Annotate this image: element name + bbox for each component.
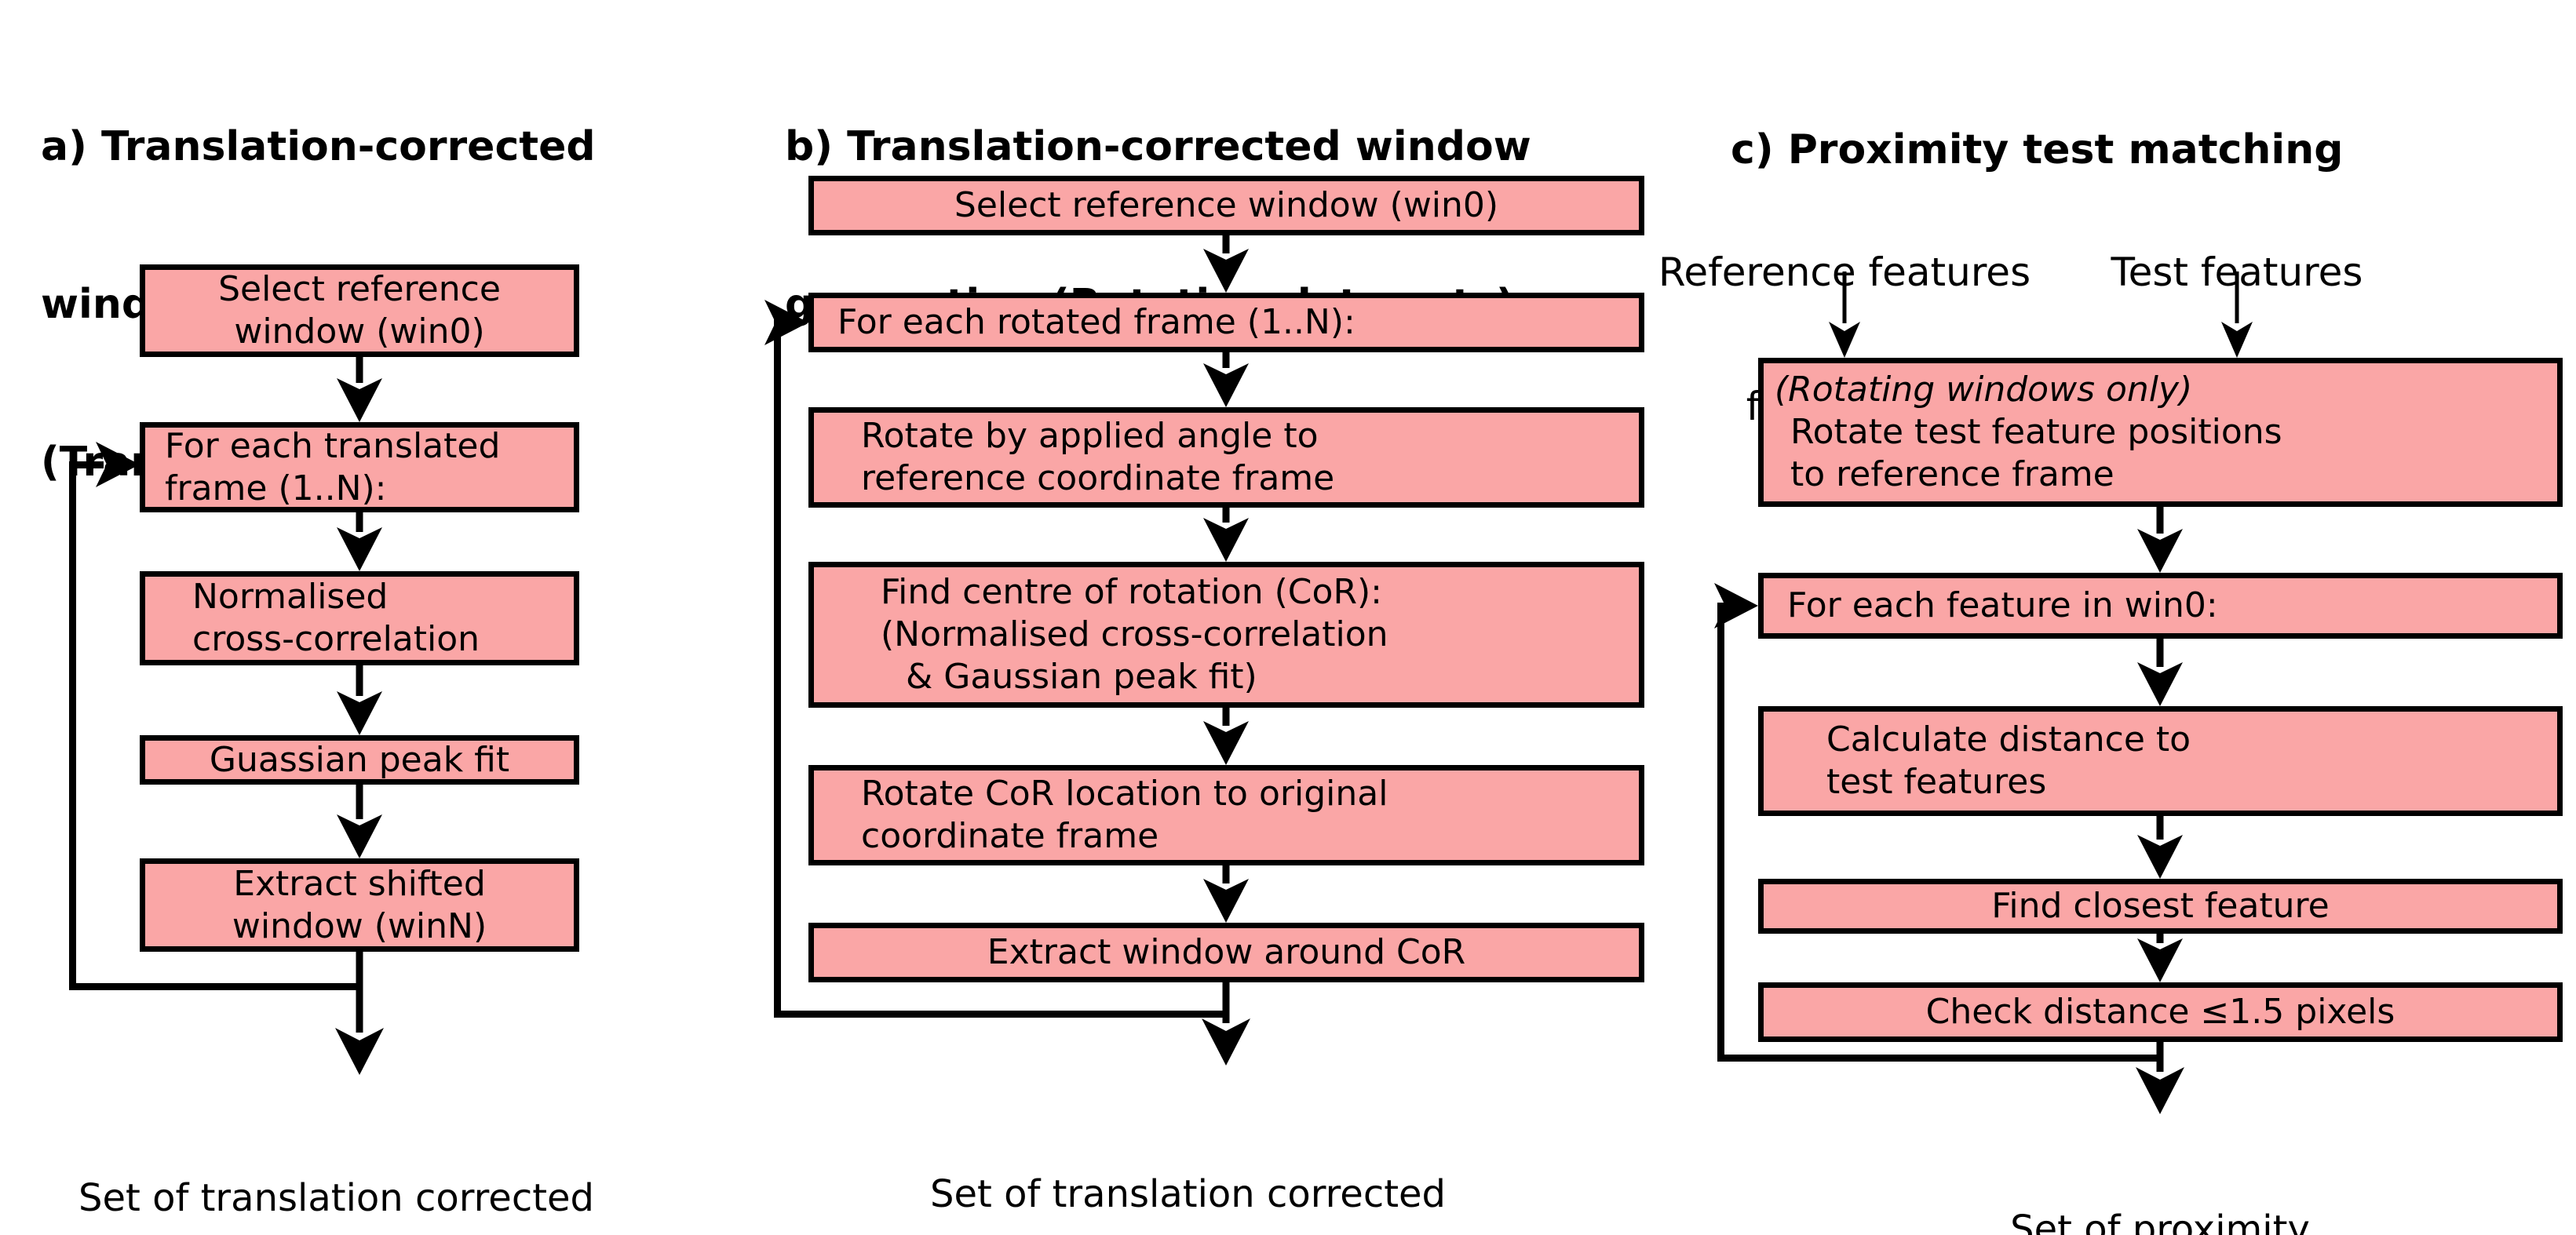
- box-rotate-test-feature-positions: (Rotating windows only) Rotate test feat…: [1758, 358, 2563, 507]
- output-label-a: Set of translation corrected windows con…: [78, 1087, 594, 1235]
- box-for-each-translated-frame: For each translated frame (1..N):: [140, 422, 579, 512]
- box-text-line: Normalised: [192, 577, 389, 617]
- output-text-line: Set of translation corrected: [78, 1176, 595, 1220]
- panel-c-title-line: c) Proximity test matching: [1731, 126, 2344, 173]
- arrow-down-icon: [337, 357, 382, 422]
- box-text-line: Rotate CoR location to original: [861, 774, 1388, 814]
- box-text-line: frame (1..N):: [165, 468, 387, 508]
- box-text-line: Select reference: [218, 269, 501, 309]
- panel-a-title-line: a) Translation-corrected: [41, 123, 596, 170]
- box-text-line: to reference frame: [1790, 454, 2114, 494]
- panel-b-title-line: b) Translation-corrected window: [785, 123, 1531, 170]
- box-normalised-cross-correlation: Normalised cross-correlation: [140, 571, 579, 665]
- box-text-line: Select reference window (win0): [954, 185, 1499, 225]
- box-text-line: Calculate distance to: [1826, 720, 2191, 760]
- arrow-down-icon: [1203, 508, 1249, 562]
- box-rotate-cor-location: Rotate CoR location to original coordina…: [808, 765, 1644, 865]
- box-text-line: coordinate frame: [861, 816, 1159, 856]
- output-arrow-icon: [335, 952, 384, 1075]
- loop-arrowhead-icon: [96, 442, 140, 487]
- input-label-line: Reference features: [1658, 250, 2031, 295]
- output-arrow-icon: [2136, 1042, 2184, 1114]
- box-for-each-rotated-frame: For each rotated frame (1..N):: [808, 293, 1644, 352]
- box-text-line: cross-correlation: [192, 619, 480, 659]
- box-text-line: For each feature in win0:: [1787, 585, 2218, 625]
- box-text-line: Rotate test feature positions: [1790, 412, 2282, 452]
- loop-arrowhead-icon: [764, 300, 808, 345]
- arrow-down-icon: [1203, 235, 1249, 293]
- box-text-line: window (winN): [232, 905, 487, 946]
- loop-line-vertical-b: [774, 319, 781, 1018]
- output-label-b: Set of translation corrected windows cen…: [930, 1083, 1468, 1235]
- box-text-line: For each translated: [165, 425, 501, 466]
- box-extract-shifted-window: Extract shifted window (winN): [140, 858, 579, 952]
- arrow-down-icon: [2137, 816, 2183, 879]
- panel-c-title: c) Proximity test matching: [1731, 19, 2343, 282]
- box-select-reference-window-b: Select reference window (win0): [808, 176, 1644, 235]
- box-for-each-feature-in-win0: For each feature in win0:: [1758, 573, 2563, 639]
- arrow-down-icon: [2137, 934, 2183, 982]
- arrow-down-icon: [1203, 352, 1249, 407]
- box-gaussian-peak-fit-a: Guassian peak fit: [140, 735, 579, 785]
- box-text-line: (Normalised cross-correlation: [881, 614, 1388, 654]
- box-text-line: Check distance ≤1.5 pixels: [1925, 992, 2395, 1032]
- output-text-line: Set of translation corrected: [930, 1172, 1447, 1216]
- box-text-line: Rotate by applied angle to: [861, 416, 1319, 456]
- input-label-line: Test features: [2111, 250, 2363, 295]
- box-check-distance: Check distance ≤1.5 pixels: [1758, 982, 2563, 1042]
- box-text-line: reference coordinate frame: [861, 458, 1335, 498]
- output-label-c: Set of proximity matched features: [1925, 1118, 2395, 1235]
- box-text-line: & Gaussian peak fit): [906, 657, 1257, 697]
- input-arrow-icon: [1829, 271, 1860, 358]
- box-text-line: Find centre of rotation (CoR):: [881, 572, 1383, 612]
- loop-line-horizontal-b: [774, 1011, 1229, 1018]
- output-arrow-icon: [1202, 982, 1250, 1066]
- box-find-closest-feature: Find closest feature: [1758, 879, 2563, 934]
- loop-line-horizontal-a: [69, 983, 363, 990]
- arrow-down-icon: [2137, 507, 2183, 573]
- box-calculate-distance: Calculate distance to test features: [1758, 706, 2563, 816]
- arrow-down-icon: [1203, 865, 1249, 923]
- input-arrow-icon: [2221, 271, 2253, 358]
- box-note-line: (Rotating windows only): [1775, 370, 2193, 410]
- box-rotate-by-applied-angle: Rotate by applied angle to reference coo…: [808, 407, 1644, 508]
- box-text-line: test features: [1826, 762, 2047, 802]
- arrow-down-icon: [1203, 708, 1249, 765]
- box-find-centre-of-rotation: Find centre of rotation (CoR): (Normalis…: [808, 562, 1644, 708]
- box-text-line: window (win0): [234, 311, 485, 352]
- box-text-line: Find closest feature: [1991, 886, 2330, 926]
- arrow-down-icon: [2137, 639, 2183, 706]
- box-extract-window-around-cor: Extract window around CoR: [808, 923, 1644, 982]
- arrow-down-icon: [337, 785, 382, 858]
- box-text-line: For each rotated frame (1..N):: [837, 302, 1356, 342]
- loop-arrowhead-icon: [1714, 583, 1758, 628]
- loop-line-vertical-a: [69, 461, 76, 990]
- arrow-down-icon: [337, 665, 382, 735]
- arrow-down-icon: [337, 512, 382, 571]
- box-text-line: Extract shifted: [233, 863, 486, 904]
- box-text-line: Guassian peak fit: [209, 739, 510, 780]
- output-text-line: Set of proximity: [2010, 1208, 2310, 1235]
- loop-line-stub-a: [69, 461, 104, 468]
- loop-line-horizontal-c: [1717, 1055, 2163, 1062]
- box-select-reference-window-a: Select reference window (win0): [140, 264, 579, 357]
- loop-line-vertical-c: [1717, 603, 1724, 1062]
- box-text-line: Extract window around CoR: [987, 932, 1466, 972]
